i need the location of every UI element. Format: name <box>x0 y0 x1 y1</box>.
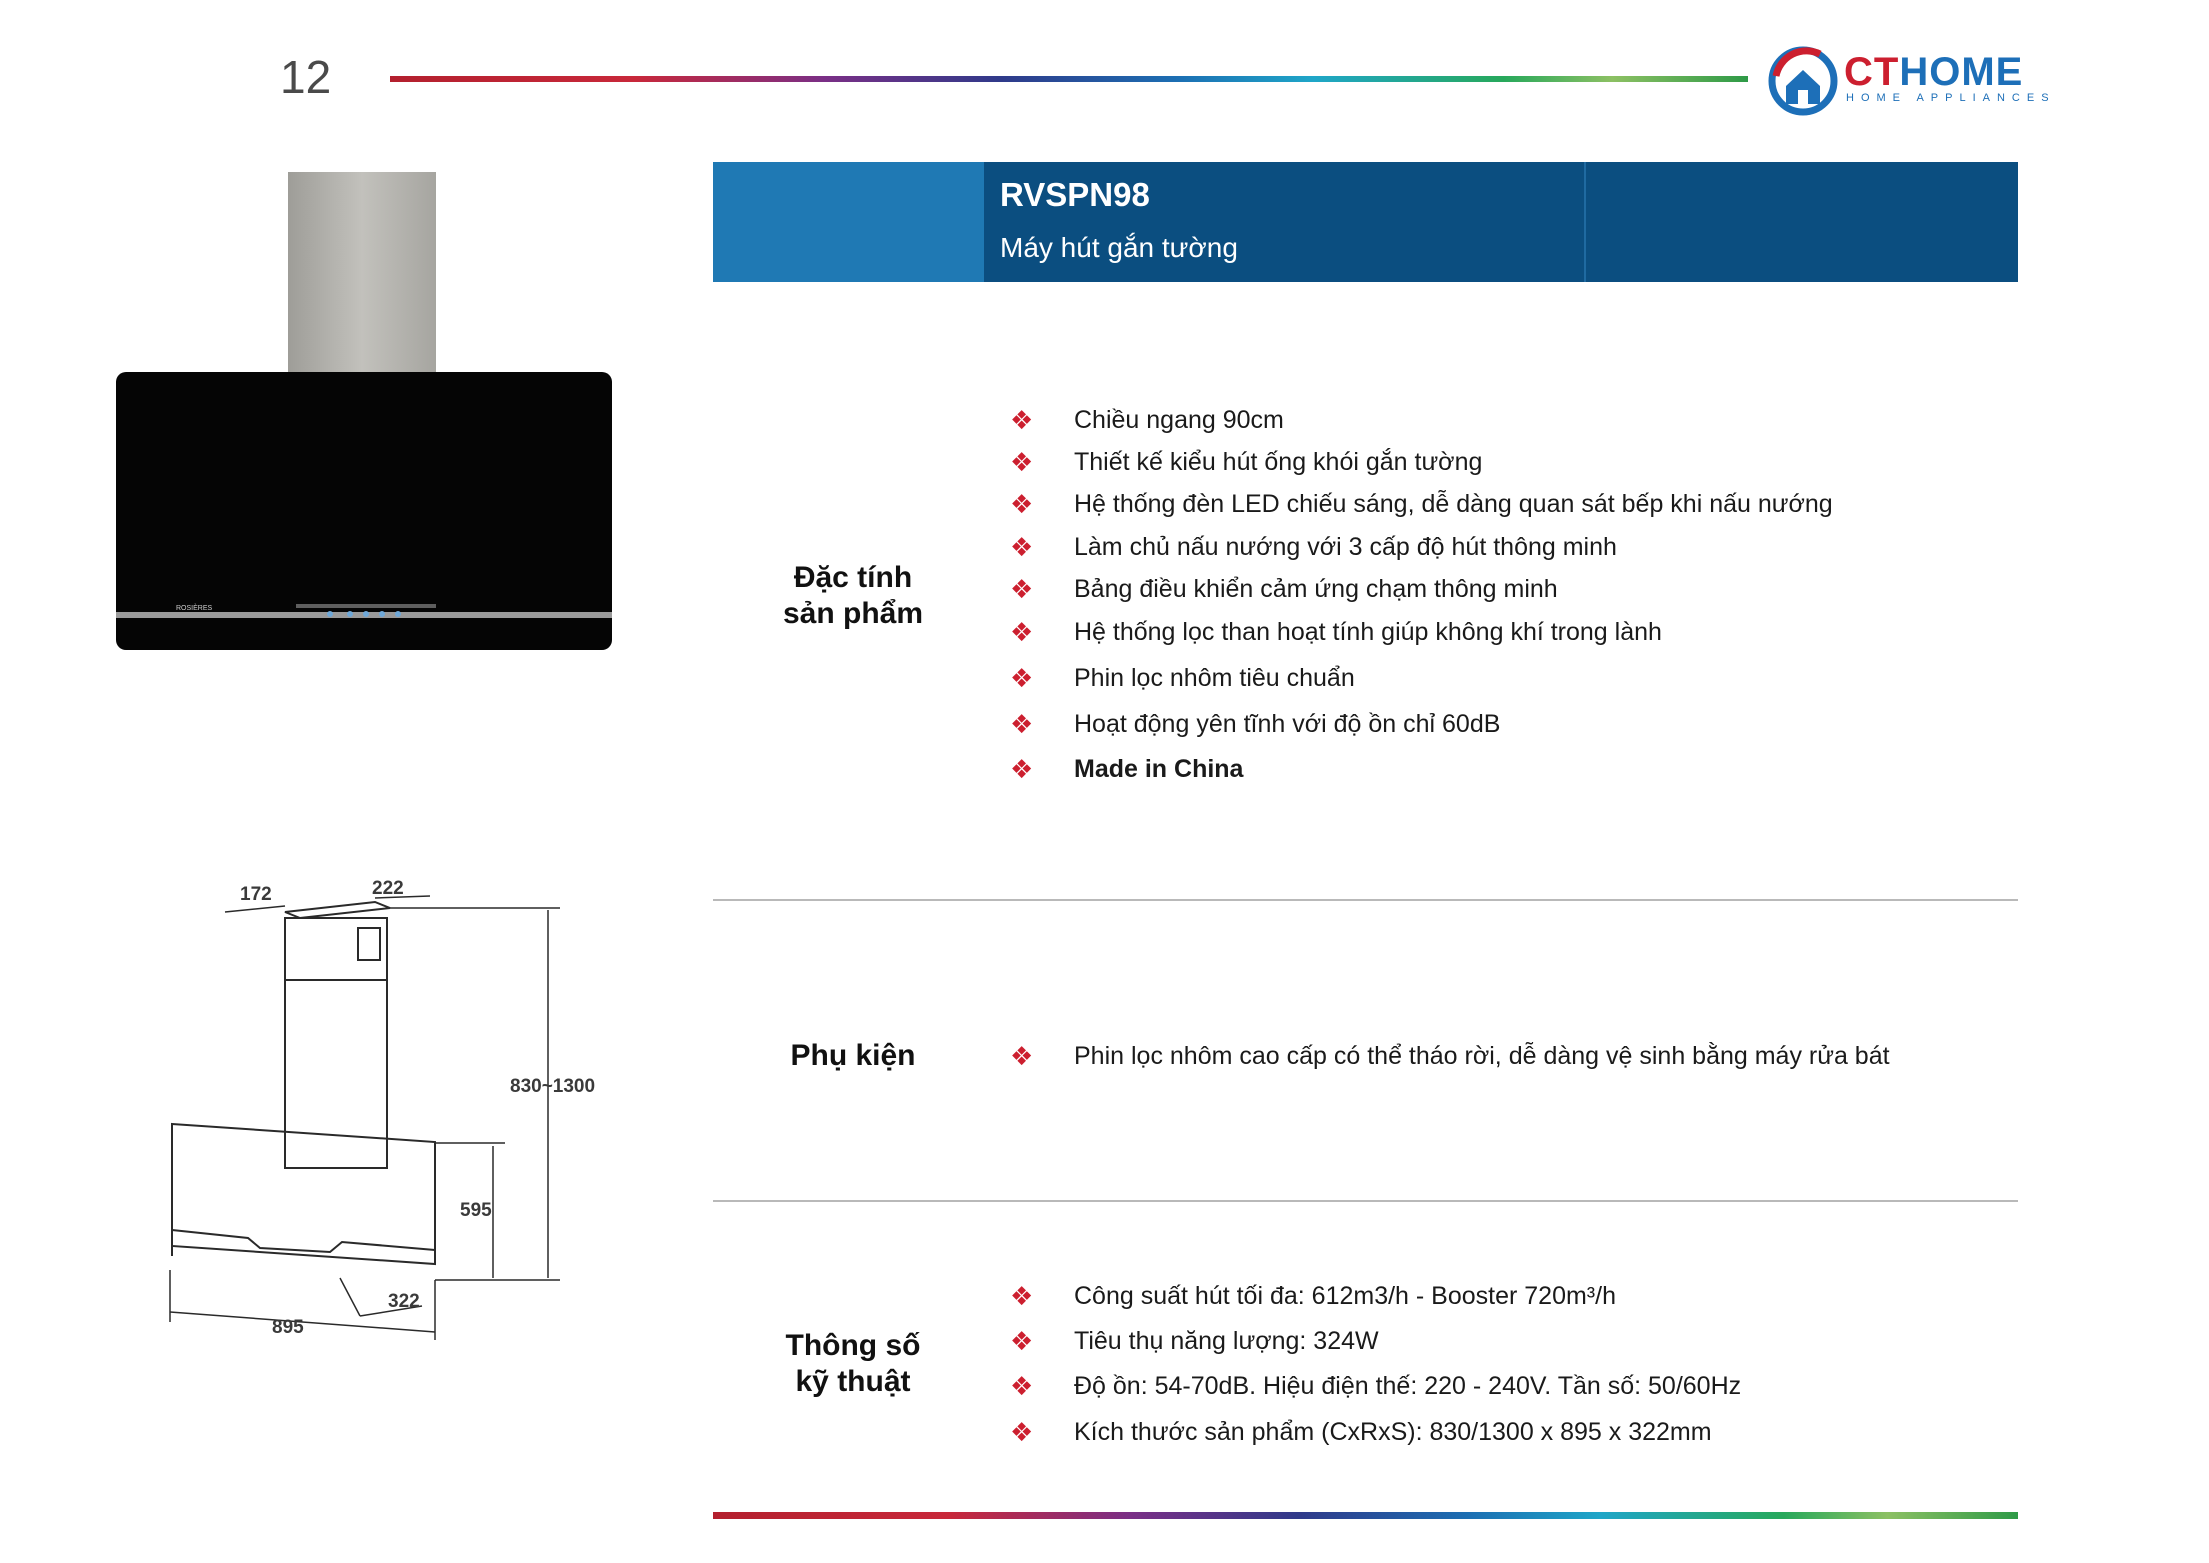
dim-height-range: 830~1300 <box>510 1076 595 1097</box>
dim-hood-height: 595 <box>460 1200 492 1221</box>
features-label: Đặc tính sản phẩm <box>782 561 924 630</box>
accessories-label: Phụ kiện <box>790 1039 916 1072</box>
model-name: RVSPN98 <box>1000 176 1150 213</box>
list-item: ❖Chiều ngang 90cm <box>1010 405 1284 435</box>
bottom-divider <box>713 1512 2018 1519</box>
dim-width-top: 172 <box>240 884 272 905</box>
diamond-bullet-icon: ❖ <box>1010 1371 1034 1401</box>
product-photo: ROSIÈRES <box>116 172 612 650</box>
logo-wordmark: CTHOME <box>1844 50 2024 94</box>
list-item: ❖Phin lọc nhôm tiêu chuẩn <box>1010 663 1355 693</box>
diamond-bullet-icon: ❖ <box>1010 663 1034 693</box>
dim-depth: 322 <box>388 1291 420 1312</box>
diamond-bullet-icon: ❖ <box>1010 1326 1034 1356</box>
diamond-bullet-icon: ❖ <box>1010 574 1034 604</box>
diamond-bullet-icon: ❖ <box>1010 754 1034 784</box>
dimension-drawing: 172 222 830~1300 595 322 895 <box>160 860 620 1360</box>
title-band-accent <box>713 162 984 282</box>
house-logo-icon <box>1768 46 1838 116</box>
list-item: ❖Hoạt động yên tĩnh với độ ồn chỉ 60dB <box>1010 709 1501 739</box>
dim-width: 895 <box>272 1317 304 1338</box>
accessories-list: ❖Phin lọc nhôm cao cấp có thể tháo rời, … <box>1010 1041 1890 1071</box>
logo-tagline: HOME APPLIANCES <box>1846 92 2056 104</box>
list-item: ❖Tiêu thụ năng lượng: 324W <box>1010 1326 1379 1356</box>
list-item: ❖Bảng điều khiển cảm ứng chạm thông minh <box>1010 574 1558 604</box>
diamond-bullet-icon: ❖ <box>1010 1041 1034 1071</box>
title-band-divider <box>1584 162 1586 282</box>
diamond-bullet-icon: ❖ <box>1010 447 1034 477</box>
brand-logo: CTHOME HOME APPLIANCES <box>1768 46 2049 116</box>
product-type: Máy hút gắn tường <box>1000 232 1238 263</box>
diamond-bullet-icon: ❖ <box>1010 1417 1034 1447</box>
list-item: ❖Thiết kế kiểu hút ống khói gắn tường <box>1010 447 1483 477</box>
diamond-bullet-icon: ❖ <box>1010 489 1034 519</box>
top-divider <box>390 76 1748 82</box>
diamond-bullet-icon: ❖ <box>1010 1281 1034 1311</box>
diamond-bullet-icon: ❖ <box>1010 532 1034 562</box>
features-list: ❖Chiều ngang 90cm ❖Thiết kế kiểu hút ống… <box>1010 405 1833 797</box>
list-item: ❖Hệ thống lọc than hoạt tính giúp không … <box>1010 617 1662 647</box>
list-item: ❖Công suất hút tối đa: 612m3/h - Booster… <box>1010 1281 1616 1311</box>
diamond-bullet-icon: ❖ <box>1010 709 1034 739</box>
diamond-bullet-icon: ❖ <box>1010 617 1034 647</box>
specs-list: ❖Công suất hút tối đa: 612m3/h - Booster… <box>1010 1281 1742 1463</box>
list-item: ❖Kích thước sản phẩm (CxRxS): 830/1300 x… <box>1010 1417 1712 1447</box>
product-brand-label: ROSIÈRES <box>176 603 213 612</box>
list-item: ❖Made in China <box>1010 754 1244 784</box>
dim-depth-top: 222 <box>372 878 404 899</box>
list-item: ❖Độ ồn: 54-70dB. Hiệu điện thế: 220 - 24… <box>1010 1371 1742 1401</box>
section-divider <box>713 1200 2018 1202</box>
list-item: ❖Hệ thống đèn LED chiếu sáng, dễ dàng qu… <box>1010 489 1833 519</box>
list-item: ❖Phin lọc nhôm cao cấp có thể tháo rời, … <box>1010 1041 1890 1071</box>
list-item: ❖Làm chủ nấu nướng với 3 cấp độ hút thôn… <box>1010 532 1617 562</box>
page-number: 12 <box>280 51 332 103</box>
specs-label: Thông số kỹ thuật <box>785 1329 921 1398</box>
section-divider <box>713 899 2018 901</box>
diamond-bullet-icon: ❖ <box>1010 405 1034 435</box>
